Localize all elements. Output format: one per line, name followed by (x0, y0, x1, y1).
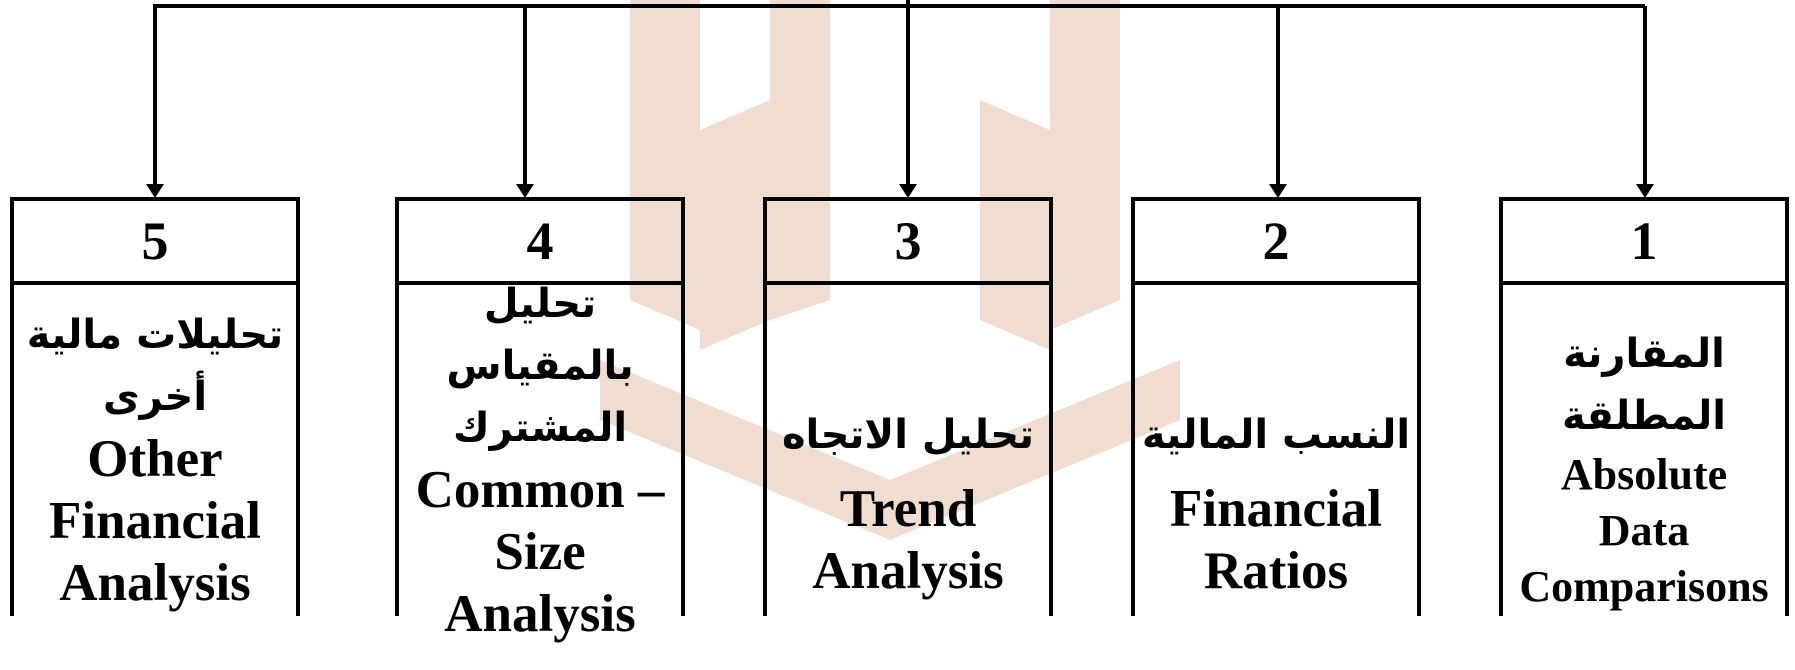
box-3-body: تحليل الاتجاه Trend Analysis (767, 285, 1049, 670)
box-1-arabic-line-1: المقارنة (1563, 330, 1725, 377)
box-4-english-line-1: Common – (415, 460, 665, 519)
arrowhead-4 (516, 184, 534, 198)
box-4-english-line-3: Analysis (444, 584, 636, 643)
box-1-number: 1 (1503, 201, 1785, 285)
box-5: 5 تحليلات مالية أخرى Other Financial Ana… (10, 197, 300, 616)
arrowhead-1 (1636, 184, 1654, 198)
box-2-body: النسب المالية Financial Ratios (1135, 285, 1417, 670)
box-1: 1 المقارنة المطلقة Absolute Data Compari… (1499, 197, 1789, 616)
box-4: 4 تحليل بالمقياس المشترك Common – Size A… (395, 197, 685, 643)
box-3-number: 3 (767, 201, 1049, 285)
box-2-english-line-2: Ratios (1203, 541, 1349, 600)
box-4-arabic-line-2: المشترك (452, 404, 628, 451)
box-5-english-line-2: Financial (48, 491, 262, 550)
arrowhead-5 (146, 184, 164, 198)
box-2-number: 2 (1135, 201, 1417, 285)
box-4-arabic-line-1: تحليل بالمقياس (446, 280, 634, 389)
box-3-arabic-line-1: تحليل الاتجاه (781, 411, 1035, 458)
box-5-english-line-3: Analysis (59, 553, 251, 612)
watermark-logo (600, 0, 1180, 540)
box-2: 2 النسب المالية Financial Ratios (1131, 197, 1421, 616)
box-1-english-line-1: Absolute (1560, 449, 1728, 499)
box-2-arabic-line-1: النسب المالية (1141, 411, 1411, 458)
box-4-number: 4 (399, 201, 681, 285)
box-1-arabic-line-2: المطلقة (1562, 392, 1726, 439)
box-5-arabic-line-2: أخرى (102, 373, 208, 420)
connector-lines (146, 0, 1654, 198)
box-3-english-line-2: Analysis (812, 541, 1004, 600)
box-4-body: تحليل بالمقياس المشترك Common – Size Ana… (399, 281, 681, 643)
box-1-english-line-3: Comparisons (1519, 561, 1769, 611)
box-1-english-line-2: Data (1598, 505, 1690, 555)
box-4-english-line-2: Size (494, 522, 586, 581)
box-5-body: تحليلات مالية أخرى Other Financial Analy… (14, 285, 296, 626)
arrowhead-3 (899, 184, 917, 198)
box-1-body: المقارنة المطلقة Absolute Data Compariso… (1503, 285, 1785, 636)
box-3: 3 تحليل الاتجاه Trend Analysis (763, 197, 1053, 616)
box-3-english-line-1: Trend (839, 479, 977, 538)
box-2-english-line-1: Financial (1169, 479, 1383, 538)
box-5-arabic-line-1: تحليلات مالية (26, 311, 284, 358)
box-5-english-line-1: Other (87, 429, 223, 488)
arrowhead-2 (1269, 184, 1287, 198)
box-5-number: 5 (14, 201, 296, 285)
